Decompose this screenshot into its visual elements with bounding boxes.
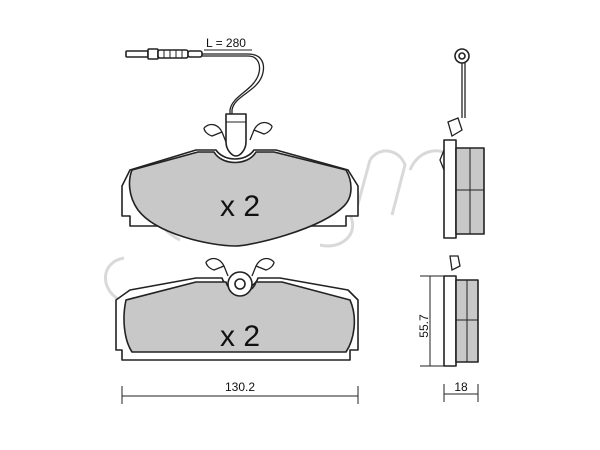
thickness-dimension: 18 bbox=[443, 380, 479, 402]
top-pad-sensor-housing bbox=[225, 113, 247, 157]
wear-sensor-wire: L = 280 bbox=[125, 36, 265, 130]
bottom-brake-pad: x 2 bbox=[115, 257, 359, 361]
height-dimension-value: 55.7 bbox=[417, 314, 431, 338]
sensor-length-label: L = 280 bbox=[206, 36, 246, 50]
height-dimension: 55.7 bbox=[417, 275, 444, 367]
side-view-top-pad bbox=[439, 48, 485, 239]
top-pad-quantity: x 2 bbox=[220, 190, 260, 223]
top-brake-pad: x 2 bbox=[121, 113, 359, 247]
width-dimension-value: 130.2 bbox=[225, 380, 255, 394]
bottom-pad-quantity: x 2 bbox=[220, 320, 260, 353]
side-view-bottom-pad bbox=[443, 255, 479, 367]
thickness-dimension-value: 18 bbox=[454, 380, 468, 394]
width-dimension: 130.2 bbox=[121, 380, 359, 404]
top-pad-friction-material bbox=[128, 151, 352, 247]
